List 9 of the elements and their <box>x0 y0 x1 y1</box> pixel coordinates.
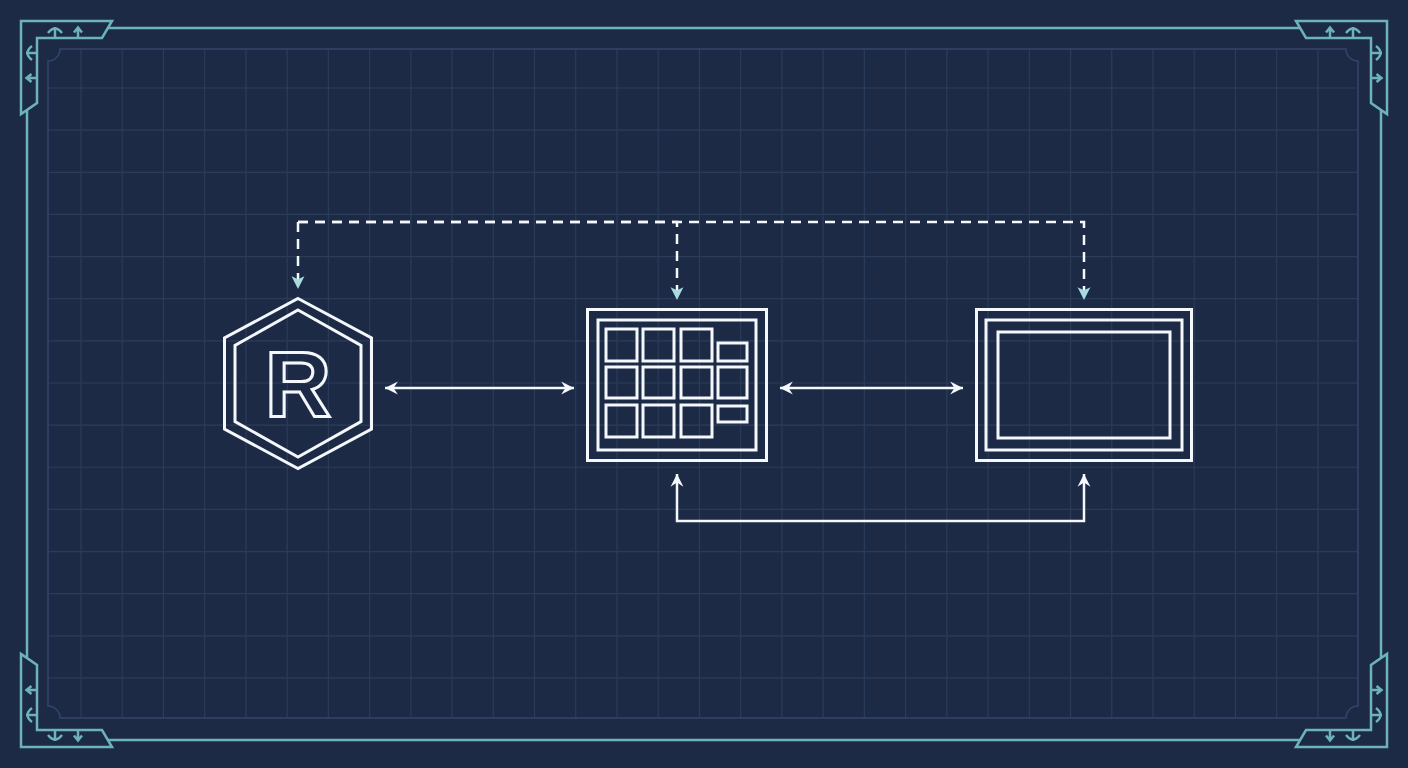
double-arrow <box>385 381 574 395</box>
grid-panel <box>586 308 768 462</box>
hexagon-node <box>223 297 373 470</box>
double-arrow <box>670 474 1091 523</box>
double-arrow <box>780 381 963 395</box>
dashed-arrow <box>291 222 305 289</box>
dashed-arrow <box>298 220 1091 300</box>
node-label: R <box>264 337 332 430</box>
framed-box <box>975 308 1193 462</box>
